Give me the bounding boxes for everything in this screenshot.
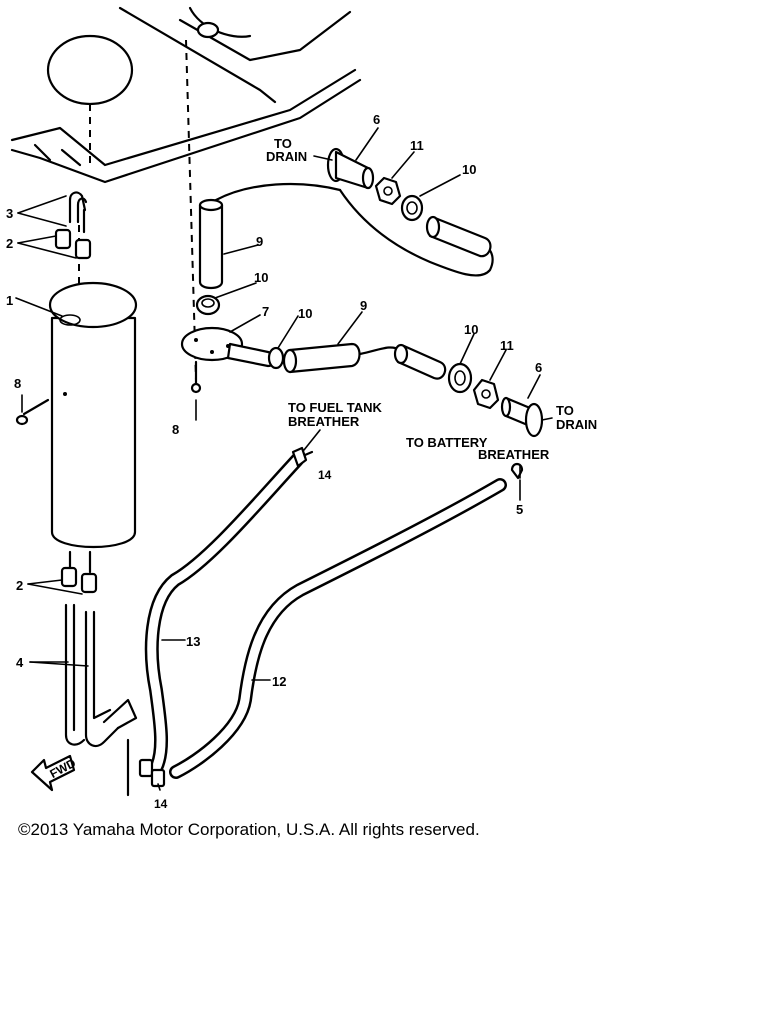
part-6-fitting-middle [500, 396, 544, 438]
callout-5: 5 [516, 502, 523, 517]
callout-10-middle-left: 10 [298, 306, 312, 321]
callout-10-upper-left: 10 [254, 270, 268, 285]
callout-11-middle: 11 [500, 338, 514, 353]
callout-4: 4 [16, 655, 24, 670]
part-13-hose [144, 453, 304, 775]
callout-14-top: 14 [318, 468, 332, 482]
callout-11-top: 11 [410, 138, 424, 153]
fuel-tank-breather-line2: BREATHER [288, 414, 360, 429]
part-8-screw-left [15, 398, 50, 426]
to-drain-right-line1: TO [556, 403, 574, 418]
parts-diagram: FWD [6, 6, 597, 811]
callout-14-bottom: 14 [154, 797, 168, 811]
part-12-hose [169, 478, 507, 779]
part-8-screw-center [190, 360, 202, 394]
callout-13: 13 [186, 634, 200, 649]
annotations: TO DRAIN TO DRAIN TO FUEL TANK BREATHER … [266, 136, 597, 462]
part-9-hose-upper [198, 182, 342, 290]
callout-6-top: 6 [373, 112, 380, 127]
part-10-washer-top [400, 194, 424, 222]
to-drain-top-line1: TO [274, 136, 292, 151]
callout-8-left: 8 [14, 376, 21, 391]
to-drain-right-line2: DRAIN [556, 417, 597, 432]
callout-2-upper: 2 [6, 236, 13, 251]
part-6-fitting-top [326, 147, 375, 190]
leader-lines [15, 127, 553, 791]
hull-deck [10, 6, 362, 184]
callout-6-middle: 6 [535, 360, 542, 375]
copyright-notice: ©2013 Yamaha Motor Corporation, U.S.A. A… [18, 820, 480, 839]
drain-line-upper [338, 188, 494, 277]
callout-10-middle-right: 10 [464, 322, 478, 337]
callout-7: 7 [262, 304, 269, 319]
part-11-nut-top [374, 176, 402, 206]
callout-3: 3 [6, 206, 13, 221]
part-9-hose-middle [282, 342, 402, 374]
part-10-clamp-upper-left [195, 294, 221, 316]
callout-10-top-right: 10 [462, 162, 476, 177]
to-drain-top-line2: DRAIN [266, 149, 307, 164]
callout-2-lower: 2 [16, 578, 23, 593]
part-4-pipes [64, 603, 138, 797]
callout-12: 12 [272, 674, 286, 689]
callouts: 1 2 2 3 4 5 6 6 7 8 8 9 9 10 10 10 10 11… [6, 112, 542, 811]
part-1-canister [48, 281, 138, 574]
part-hose-stub-middle [393, 343, 447, 380]
callout-9-upper: 9 [256, 234, 263, 249]
battery-breather-line1: TO BATTERY [406, 435, 488, 450]
callout-9-middle: 9 [360, 298, 367, 313]
part-hose-stub-top [425, 215, 492, 258]
fuel-tank-breather-line1: TO FUEL TANK [288, 400, 383, 415]
callout-1: 1 [6, 293, 13, 308]
part-7-plate [180, 326, 276, 368]
front-arrow-label: FWD [47, 756, 78, 781]
front-arrow: FWD [30, 754, 78, 792]
part-14-clamp-top [291, 446, 314, 468]
part-10-washer-middle [447, 362, 473, 394]
battery-breather-line2: BREATHER [478, 447, 550, 462]
callout-8-center: 8 [172, 422, 179, 437]
part-2-grommets-lower [60, 566, 98, 594]
part-10-clamp-middle [267, 346, 285, 370]
part-11-nut-middle [472, 378, 500, 410]
part-3-brackets [68, 191, 88, 234]
part-2-grommets-upper [54, 228, 92, 260]
